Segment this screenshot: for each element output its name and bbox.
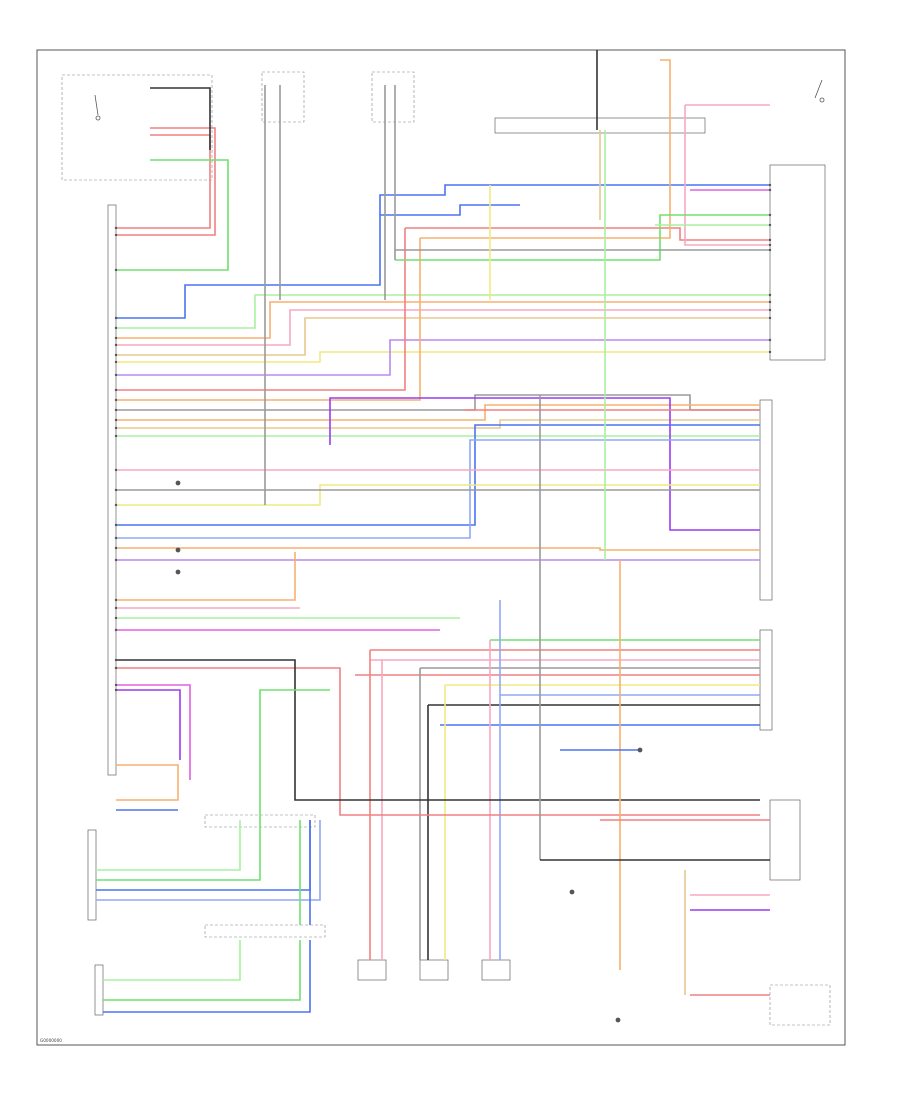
speaker-left-box (481, 959, 511, 981)
wire-orange-mid (116, 404, 760, 421)
wire-pink-bus (116, 309, 770, 346)
wire-orange-av (116, 764, 179, 801)
audio-unit-box (769, 164, 826, 361)
wire-green-tel (96, 689, 330, 881)
wire-pink-top2 (684, 105, 770, 246)
wire-lightgreen-tel2 (103, 940, 241, 981)
wire-black-1 (150, 87, 211, 150)
wire-purple-av (116, 689, 181, 760)
wire-purple-mid (329, 397, 760, 531)
wire-orange-bus (116, 301, 770, 339)
speaker-right-box (357, 959, 387, 981)
wire-yellow-bus (116, 351, 770, 363)
wire-green-top (395, 214, 770, 261)
wire-lightgreen-tel (96, 820, 241, 871)
wire-tan-mid (116, 419, 760, 429)
wire-yellow-mid (116, 484, 760, 506)
short-connector-box (204, 924, 326, 938)
wire-violet-bus (116, 339, 770, 376)
rear-speaker-box (769, 984, 831, 1026)
speaker-center-box (419, 959, 449, 981)
wire-red-2 (116, 134, 211, 229)
wire-orange-top (116, 238, 421, 401)
wire-blue-mid (116, 424, 760, 526)
component-outlines (61, 71, 831, 1026)
wire-lightgreen-bus (116, 294, 770, 329)
terminal-dots (114, 183, 772, 692)
wire-lightblue-mid (116, 439, 760, 539)
radio-receiver-box (769, 799, 801, 881)
telephone-transceiver-box (87, 829, 97, 921)
wire-red-av (116, 667, 760, 816)
wire-orange-low (116, 552, 296, 601)
navigation-unit-box (759, 399, 773, 601)
wire-red-2long (116, 228, 406, 391)
wire-red-top (405, 227, 770, 241)
fuse-block-b-box (371, 71, 415, 123)
wire-orange-mid2 (116, 547, 760, 551)
wire-magenta-av (116, 684, 191, 780)
wire-red-1 (116, 127, 216, 236)
stereo-amplifier-box (759, 629, 773, 731)
wire-blue-1 (116, 204, 520, 319)
wire-orange-top2 (420, 59, 671, 239)
ground-symbols (94, 79, 825, 1023)
wire-green-1 (116, 159, 229, 271)
wire-green-tel2 (103, 940, 301, 1001)
wire-blue-tel2 (103, 940, 311, 1013)
wires (96, 50, 770, 1013)
wire-blue-2 (379, 184, 770, 215)
page-code: G0000000 (40, 1038, 62, 1043)
diagram-frame (36, 49, 846, 1046)
wire-lightblue-tel (96, 820, 321, 901)
telephone-box (94, 964, 104, 1016)
wire-black-av (116, 659, 760, 801)
fuse-block-a-box (261, 71, 305, 123)
wire-tan-bus (116, 317, 770, 356)
